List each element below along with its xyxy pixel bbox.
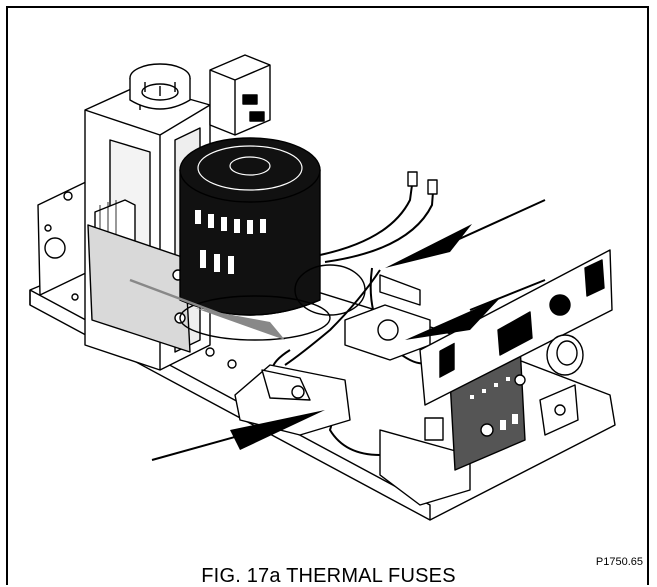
figure-caption: FIG. 17a THERMAL FUSES	[0, 565, 657, 587]
flame-sensor-plate	[87, 199, 191, 353]
figure-frame	[6, 6, 649, 585]
figure-caption-text: FIG. 17a THERMAL FUSES	[187, 565, 470, 587]
thermal-fuse-lower	[234, 364, 351, 436]
left-bracket	[37, 179, 93, 296]
pointer-arrows	[129, 199, 546, 461]
switch-panel	[419, 249, 613, 436]
figure-reference-number: P1750.65	[595, 556, 643, 568]
solenoid	[209, 54, 271, 136]
thermal-fuse-upper	[344, 274, 431, 361]
